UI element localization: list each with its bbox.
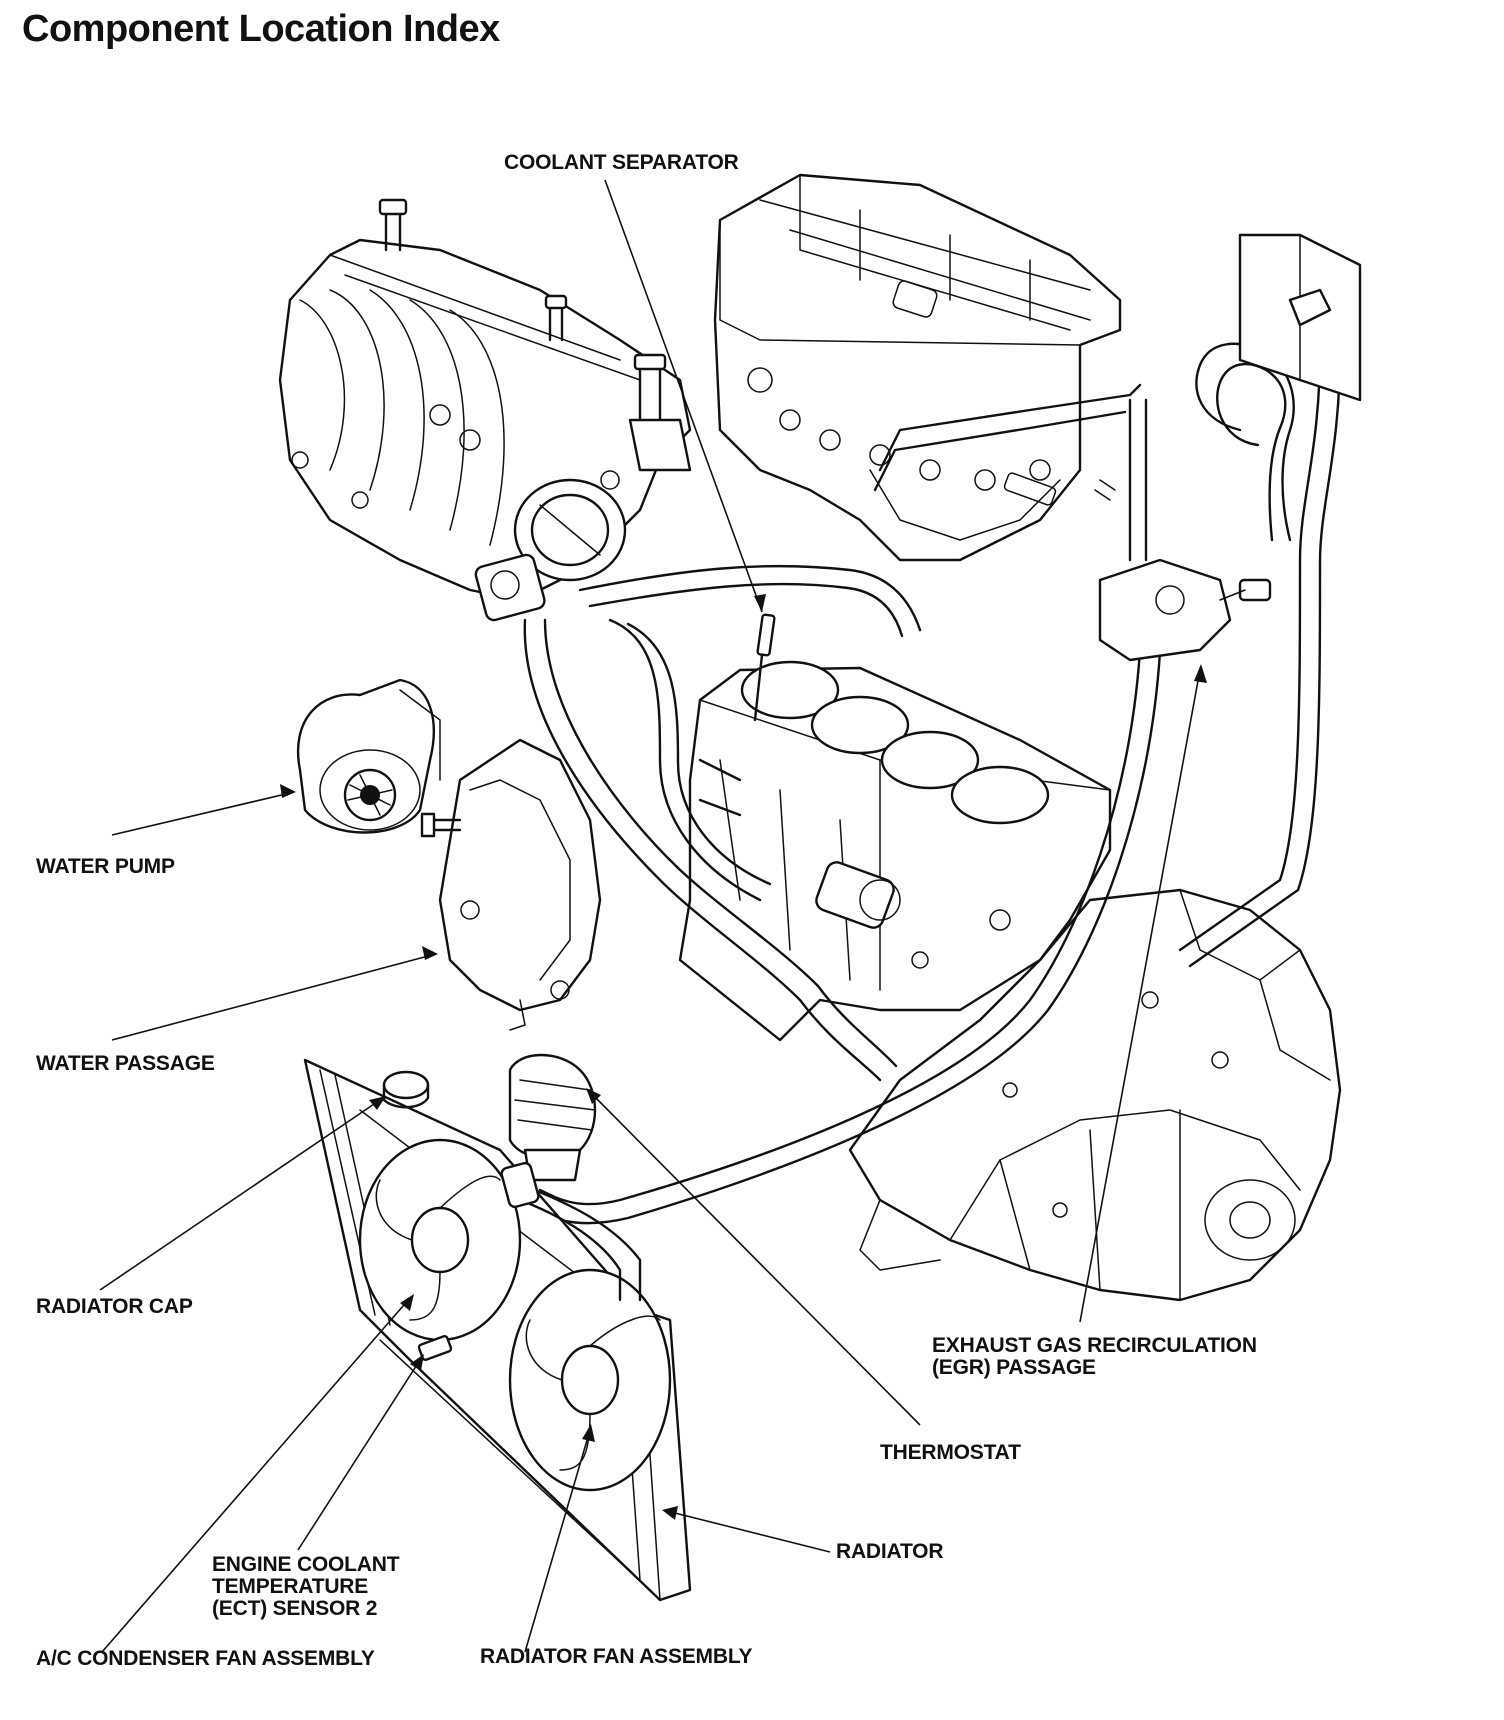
- radiator-assembly: [303, 1058, 692, 1602]
- egr-unit: [1098, 558, 1272, 662]
- label-water-passage: WATER PASSAGE: [36, 1052, 215, 1075]
- water-pump: [296, 678, 441, 834]
- water-passage: [420, 738, 602, 1031]
- label-water-pump: WATER PUMP: [36, 855, 175, 878]
- label-radiator: RADIATOR: [836, 1540, 944, 1563]
- cylinder-head: [713, 173, 1142, 562]
- thermostat-part: [508, 1053, 597, 1182]
- label-coolant-separator: COOLANT SEPARATOR: [504, 151, 739, 174]
- label-egr-passage: EXHAUST GAS RECIRCULATION (EGR) PASSAGE: [932, 1334, 1257, 1379]
- label-ect-sensor-2: ENGINE COOLANT TEMPERATURE (ECT) SENSOR …: [212, 1553, 400, 1620]
- label-thermostat: THERMOSTAT: [880, 1441, 1021, 1464]
- label-radiator-cap: RADIATOR CAP: [36, 1295, 193, 1318]
- intake-manifold: [278, 198, 692, 622]
- label-radiator-fan-assembly: RADIATOR FAN ASSEMBLY: [480, 1645, 753, 1668]
- coolant-reservoir: [1238, 233, 1362, 402]
- coolant-hoses: [523, 342, 1342, 1225]
- coolant-separator: [753, 613, 776, 722]
- page-title: Component Location Index: [22, 8, 500, 50]
- label-ac-condenser-fan-assembly: A/C CONDENSER FAN ASSEMBLY: [36, 1647, 375, 1670]
- transmission: [848, 888, 1342, 1302]
- engine-block: [678, 660, 1112, 1042]
- leader-lines: [99, 179, 1207, 1653]
